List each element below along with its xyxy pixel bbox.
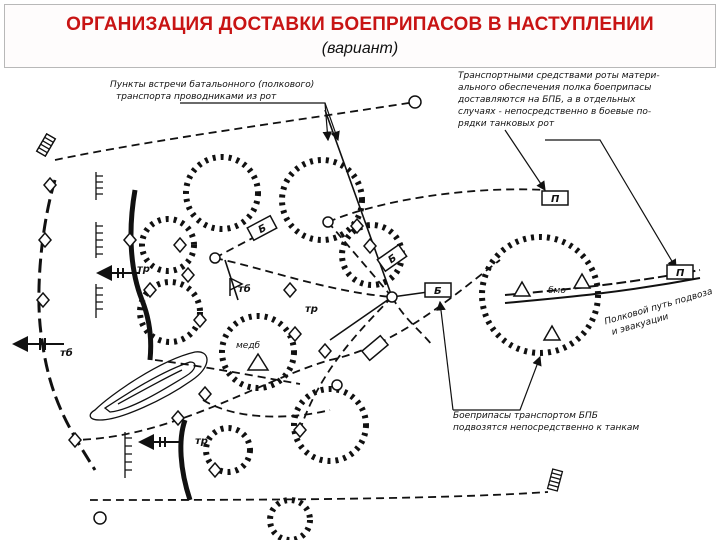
note-meeting-line-2: транспорта проводниками из рот — [116, 92, 277, 102]
route-nodes — [93, 95, 422, 525]
meeting-point-diamond — [283, 282, 297, 298]
label-tr1: тр — [137, 264, 150, 275]
vehicle-p1: П — [541, 190, 569, 206]
tank-symbols — [35, 132, 564, 492]
note-meeting-points: Пункты встречи батальонного (полкового) … — [110, 80, 314, 102]
note-company-line-4: случаях - непосредственно в боевые по- — [458, 107, 651, 117]
vehicle-b4 — [360, 334, 390, 362]
note-bpb-transport: Боеприпасы транспортом БПБ подвозятся не… — [453, 411, 639, 433]
left-arrows — [12, 265, 180, 450]
note-regiment-route: Полковой путь подвоза и эвакуации — [603, 287, 713, 338]
label-tb1: тб — [238, 283, 251, 295]
note-meeting-line-1: Пункты встречи батальонного (полкового) — [110, 80, 314, 90]
vehicle-p1-label: П — [551, 194, 560, 205]
vehicle-p2: П — [666, 264, 694, 280]
vehicle-b3-label: Б — [434, 286, 442, 297]
note-company-transport: Транспортными средствами роты матери- ал… — [457, 71, 660, 129]
note-bpb-line-2: подвозятся непосредственно к танкам — [453, 423, 639, 433]
label-medb: медб — [236, 341, 261, 351]
front-line — [37, 179, 193, 501]
page-subtitle: (вариант) — [321, 40, 399, 57]
vehicle-b2: Б — [376, 243, 408, 273]
meeting-point-diamond — [363, 238, 377, 254]
meeting-point-diamond — [198, 386, 212, 402]
trench-marks — [95, 172, 132, 478]
note-company-line-1: Транспортными средствами роты матери- — [458, 71, 660, 81]
note-bpb-line-1: Боеприпасы транспортом БПБ — [453, 411, 598, 421]
meeting-point-diamond — [318, 343, 332, 359]
meeting-point-diamond — [288, 326, 302, 342]
unit-labels: тр тр тр тб тб медб бмо — [60, 264, 566, 447]
title-box: ОРГАНИЗАЦИЯ ДОСТАВКИ БОЕПРИПАСОВ В НАСТУ… — [4, 4, 716, 68]
note-company-line-5: рядки танковых рот — [457, 119, 555, 129]
vehicle-b3: Б — [424, 282, 452, 298]
triangles — [229, 272, 592, 371]
label-tr3: тр — [195, 436, 208, 447]
note-company-line-2: ального обеспечения полка боеприпасы — [458, 83, 651, 93]
label-bmo: бмо — [548, 286, 566, 296]
page-title: ОРГАНИЗАЦИЯ ДОСТАВКИ БОЕПРИПАСОВ В НАСТУ… — [66, 14, 654, 35]
terrain-contour — [89, 351, 208, 421]
label-tb2: тб — [60, 347, 73, 359]
vehicles: Б Б Б П П — [246, 190, 694, 362]
meeting-point-diamond — [181, 267, 195, 283]
leader-lines — [180, 102, 677, 411]
meeting-point-diamond — [173, 237, 187, 253]
note-company-line-3: доставляются на БПБ, а в отдельных — [457, 95, 636, 105]
vehicle-b1: Б — [246, 214, 278, 242]
meeting-point-diamond — [123, 232, 137, 248]
supply-routes — [54, 101, 549, 501]
supply-diagram: Пункты встречи батальонного (полкового) … — [12, 71, 714, 540]
label-tr2: тр — [305, 304, 318, 315]
meeting-point-diamond — [193, 312, 207, 328]
meeting-point-diamond — [208, 462, 222, 478]
vehicle-p2-label: П — [676, 268, 685, 279]
